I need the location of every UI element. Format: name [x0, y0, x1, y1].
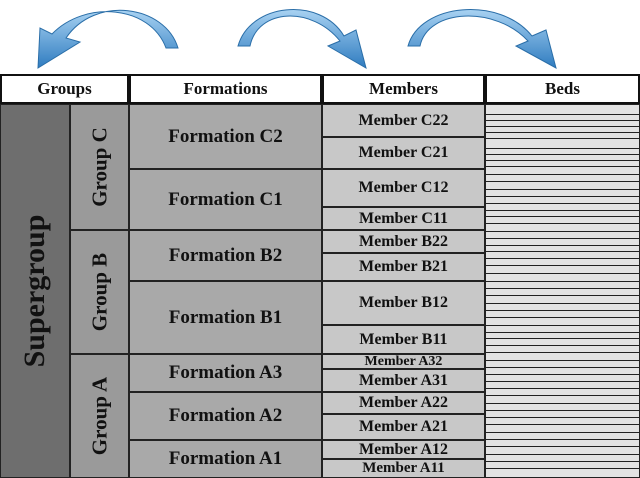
member-a12: Member A12 [322, 440, 485, 459]
bed-line [486, 432, 639, 433]
formation-a1: Formation A1 [129, 440, 322, 478]
bed-line [486, 114, 639, 115]
header-beds: Beds [485, 74, 640, 104]
group-a-label: Group A [87, 376, 111, 456]
member-a31: Member A31 [322, 369, 485, 392]
member-b22: Member B22 [322, 230, 485, 253]
formation-b2: Formation B2 [129, 230, 322, 281]
group-c-cell: Group C [70, 104, 129, 230]
bed-line [486, 231, 639, 232]
bed-line [486, 154, 639, 155]
bed-line [486, 265, 639, 266]
bed-line [486, 410, 639, 411]
formation-b1: Formation B1 [129, 281, 322, 354]
bed-line [486, 295, 639, 296]
bed-line [486, 388, 639, 389]
bed-line [486, 196, 639, 197]
flow-arrows [37, 9, 557, 70]
header-groups: Groups [0, 74, 129, 104]
bed-line [486, 381, 639, 382]
bed-line [486, 310, 639, 311]
member-c21: Member C21 [322, 137, 485, 169]
bed-line [486, 317, 639, 318]
bed-line [486, 439, 639, 440]
bed-line [486, 203, 639, 204]
bed-line [486, 148, 639, 149]
group-b-cell: Group B [70, 230, 129, 354]
formation-c1: Formation C1 [129, 169, 322, 230]
bed-line [486, 238, 639, 239]
bed-line [486, 189, 639, 190]
bed-line [486, 338, 639, 339]
bed-line [486, 281, 639, 282]
group-a-cell: Group A [70, 354, 129, 478]
bed-line [486, 303, 639, 304]
bed-line [486, 210, 639, 211]
bed-line [486, 345, 639, 346]
curved-arrow-middle-icon [237, 9, 367, 70]
bed-line [486, 174, 639, 175]
member-b11: Member B11 [322, 325, 485, 354]
group-b-label: Group B [87, 252, 111, 332]
group-c-label: Group C [87, 127, 111, 207]
bed-line [486, 288, 639, 289]
formation-a3: Formation A3 [129, 354, 322, 392]
bed-line [486, 417, 639, 418]
bed-line [486, 367, 639, 368]
bed-line [486, 258, 639, 259]
curved-arrow-left-icon [37, 9, 179, 69]
bed-line [486, 251, 639, 252]
bed-line [486, 403, 639, 404]
curved-arrow-right-icon [407, 9, 557, 69]
member-a32: Member A32 [322, 354, 485, 369]
bed-line [486, 454, 639, 455]
header-formations: Formations [129, 74, 322, 104]
member-c22: Member C22 [322, 104, 485, 137]
beds-column [485, 104, 640, 478]
bed-line [486, 352, 639, 353]
bed-line [486, 325, 639, 326]
bed-line [486, 360, 639, 361]
member-b12: Member B12 [322, 281, 485, 325]
bed-line [486, 374, 639, 375]
bed-line [486, 138, 639, 139]
bed-line [486, 216, 639, 217]
member-b21: Member B21 [322, 253, 485, 281]
member-a22: Member A22 [322, 392, 485, 414]
member-c11: Member C11 [322, 207, 485, 230]
bed-line [486, 245, 639, 246]
member-c12: Member C12 [322, 169, 485, 207]
bed-line [486, 181, 639, 182]
bed-line [486, 273, 639, 274]
formation-c2: Formation C2 [129, 104, 322, 169]
bed-line [486, 166, 639, 167]
bed-line [486, 223, 639, 224]
formation-a2: Formation A2 [129, 392, 322, 440]
header-members: Members [322, 74, 485, 104]
bed-line [486, 132, 639, 133]
member-a11: Member A11 [322, 459, 485, 478]
bed-line [486, 332, 639, 333]
bed-line [486, 424, 639, 425]
supergroup-label: Supergroup [18, 214, 51, 368]
bed-line [486, 395, 639, 396]
bed-line [486, 126, 639, 127]
supergroup-cell: Supergroup [0, 104, 70, 478]
bed-line [486, 468, 639, 469]
bed-line [486, 160, 639, 161]
bed-line [486, 446, 639, 447]
bed-line [486, 120, 639, 121]
bed-line [486, 461, 639, 462]
member-a21: Member A21 [322, 414, 485, 440]
